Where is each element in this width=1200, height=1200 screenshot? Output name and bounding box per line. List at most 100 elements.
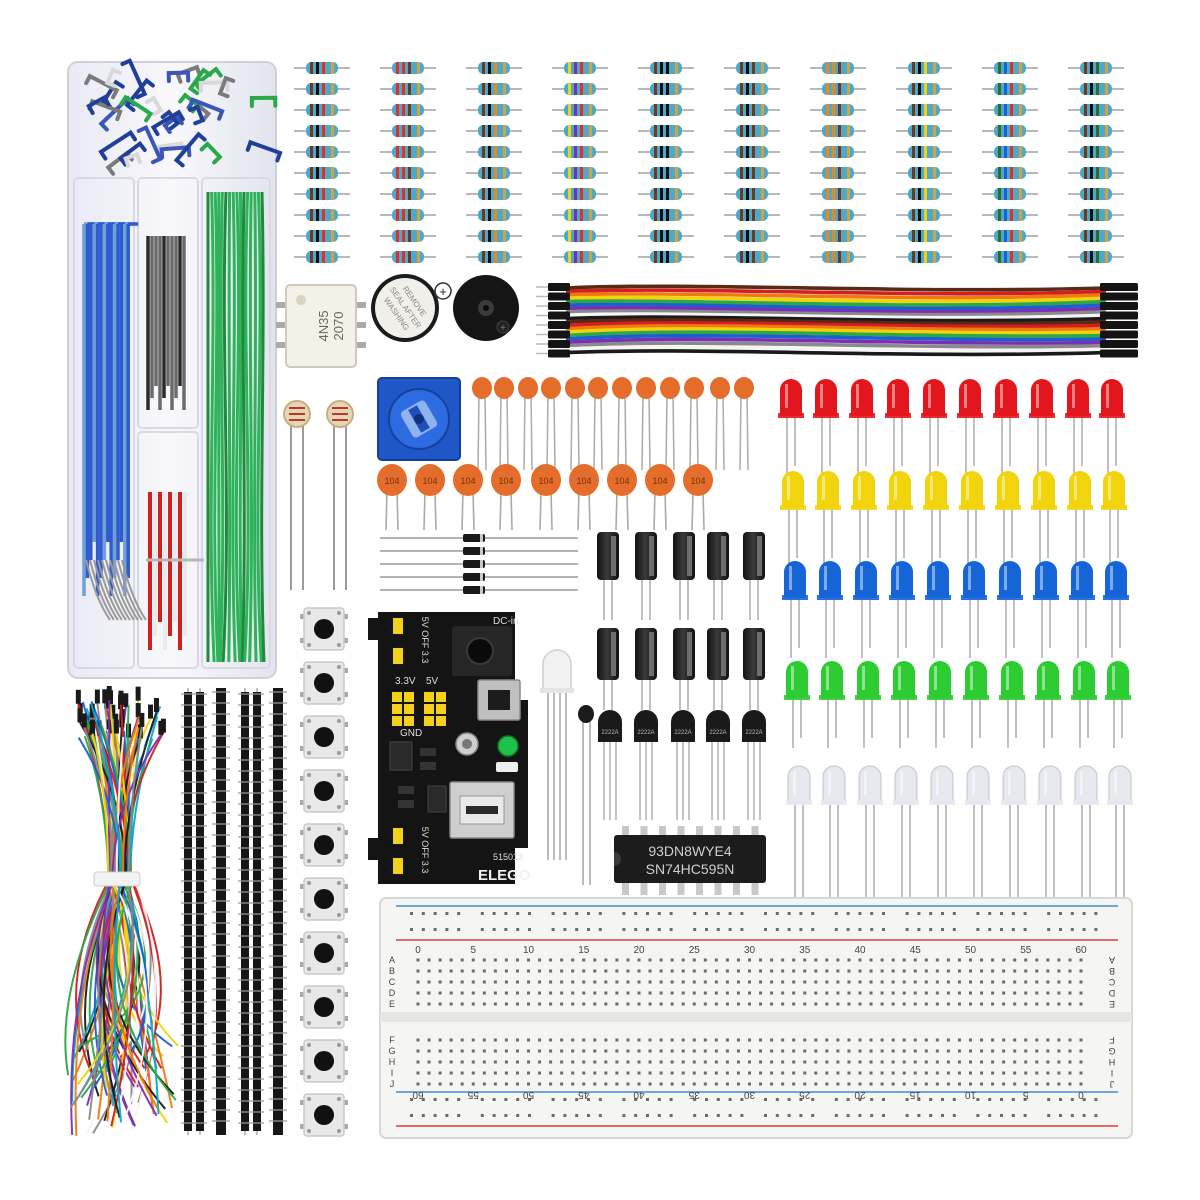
led (961, 561, 987, 658)
resistor (810, 167, 866, 179)
breadboard-row-label-mirrored: C (1108, 977, 1115, 987)
resistor (1068, 188, 1124, 200)
breadboard-col-label-bottom: 25 (799, 1089, 811, 1100)
resistor (982, 167, 1038, 179)
breadboard-row-label: I (391, 1068, 394, 1078)
led (784, 661, 810, 748)
resistor (552, 146, 608, 158)
jumper-bottom-label: 5V OFF 3.3 (420, 827, 430, 874)
resistor (638, 104, 694, 116)
resistor (724, 83, 780, 95)
resistor (466, 188, 522, 200)
tactile-button (300, 823, 348, 867)
tactile-button (300, 1039, 348, 1083)
breadboard-col-label-top: 60 (1075, 945, 1087, 956)
ceramic-capacitor: 104 (377, 464, 407, 531)
tactile-button (300, 877, 348, 921)
resistor (810, 146, 866, 158)
ceramic-capacitor (660, 377, 680, 471)
capacitor-code: 104 (422, 476, 437, 486)
breadboard-row-label-mirrored: I (1111, 1068, 1114, 1078)
ceramic-capacitor: 104 (531, 464, 561, 531)
led (1105, 661, 1131, 748)
led (815, 471, 841, 568)
buzzer-with-sticker: + REMOVE SEAL AFTER WASHING (371, 274, 452, 342)
green-wires-compartment (206, 191, 266, 663)
gnd-label: GND (400, 728, 422, 739)
led (997, 561, 1023, 658)
breadboard-row-label: C (389, 977, 396, 987)
transistor: 2222A (742, 710, 766, 820)
resistor (1068, 62, 1124, 74)
led (1071, 661, 1097, 748)
label-5v: 5V (426, 676, 439, 687)
diode (380, 560, 578, 568)
resistor (638, 146, 694, 158)
breadboard-row-label: H (389, 1057, 396, 1067)
resistor (724, 146, 780, 158)
resistor (552, 104, 608, 116)
capacitor-code: 104 (652, 476, 667, 486)
led (1099, 379, 1125, 476)
transistor: 2222A (598, 710, 622, 820)
led (1069, 561, 1095, 658)
resistor (1068, 209, 1124, 221)
breadboard-row-label: E (389, 999, 395, 1009)
pin-header-strip (238, 688, 287, 1135)
red-wires-compartment (146, 492, 204, 650)
jumper-wire-box (67, 58, 283, 679)
diodes (380, 534, 578, 594)
diode (380, 547, 578, 555)
dupont-connector-right (1100, 311, 1138, 320)
tactile-button (300, 715, 348, 759)
resistor (1068, 230, 1124, 242)
resistor (638, 83, 694, 95)
led (813, 379, 839, 476)
breadboard-col-label-bottom: 60 (412, 1089, 424, 1100)
led (817, 561, 843, 658)
tactile-button (300, 985, 348, 1029)
resistor (896, 167, 952, 179)
resistor (552, 209, 608, 221)
led (778, 379, 804, 476)
led (887, 471, 913, 568)
led (1035, 661, 1061, 748)
wire-tie (93, 871, 141, 887)
resistor (1068, 125, 1124, 137)
resistor (380, 230, 436, 242)
optocoupler-line1: 4N35 (316, 310, 331, 341)
resistor (294, 83, 350, 95)
resistor (380, 167, 436, 179)
led (1037, 765, 1063, 928)
capacitor-code: 104 (538, 476, 553, 486)
tactile-push-buttons (300, 607, 348, 1137)
tactile-button (300, 769, 348, 813)
diode (380, 573, 578, 581)
diode (380, 586, 578, 594)
electrolytic-capacitors (597, 532, 765, 710)
electrolytic-capacitor (743, 628, 765, 710)
resistor (896, 230, 952, 242)
breadboard-col-label-bottom: 10 (965, 1089, 977, 1100)
resistor (896, 62, 952, 74)
resistor (810, 209, 866, 221)
resistor (294, 62, 350, 74)
resistor (638, 188, 694, 200)
resistor (638, 251, 694, 263)
ceramic-capacitor (565, 377, 585, 471)
breadboard-row-label: F (389, 1035, 395, 1045)
resistor (294, 188, 350, 200)
buzzer-plus-mark-2: + (500, 323, 506, 334)
resistor (982, 104, 1038, 116)
resistor (638, 167, 694, 179)
transistor: 2222A (671, 710, 695, 820)
resistor (896, 146, 952, 158)
dupont-connector-right (1100, 321, 1138, 329)
resistor (294, 251, 350, 263)
dupont-connector-left (548, 302, 570, 310)
resistor (466, 83, 522, 95)
